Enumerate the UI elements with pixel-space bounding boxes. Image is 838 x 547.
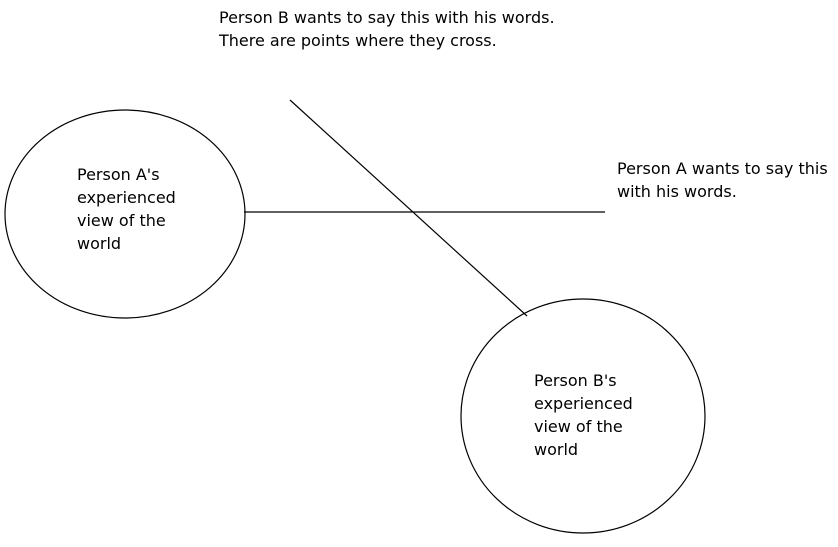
person-a-annotation-text: Person A wants to say this with his word… [617,159,833,201]
person-a-circle [4,109,246,319]
person-b-circle [460,298,706,534]
person-b-circle-label: Person B's experienced view of the world [534,371,633,459]
person-b-annotation-text: Person B wants to say this with his word… [219,8,560,50]
person-a-circle-label: Person A's experienced view of the world [77,165,176,253]
person-b-utterance-line [289,99,528,317]
